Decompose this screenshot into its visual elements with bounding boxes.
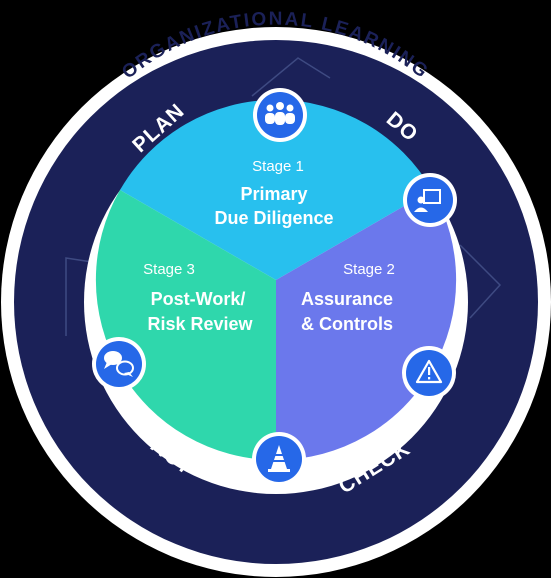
warning-icon xyxy=(402,346,456,400)
stage-1-number: Stage 1 xyxy=(252,158,304,175)
stage-3-segment xyxy=(95,190,276,461)
stage-2-number: Stage 2 xyxy=(343,261,395,278)
people-icon xyxy=(253,88,307,142)
cone-icon xyxy=(252,432,306,486)
stage-1-title-line1: Primary xyxy=(240,184,307,204)
chat-icon xyxy=(92,337,146,391)
stage-1-title-line2: Due Diligence xyxy=(214,208,333,228)
stage-1-segment xyxy=(120,99,432,281)
stage-3-title-line2: Risk Review xyxy=(147,314,253,334)
stage-3-number: Stage 3 xyxy=(143,261,195,278)
stage-2-title-line2: & Controls xyxy=(301,314,393,334)
presentation-icon xyxy=(403,173,457,227)
connector-lines xyxy=(65,57,502,336)
stage-3-title-line1: Post-Work/ xyxy=(151,289,246,309)
stage-2-title-line1: Assurance xyxy=(301,289,393,309)
